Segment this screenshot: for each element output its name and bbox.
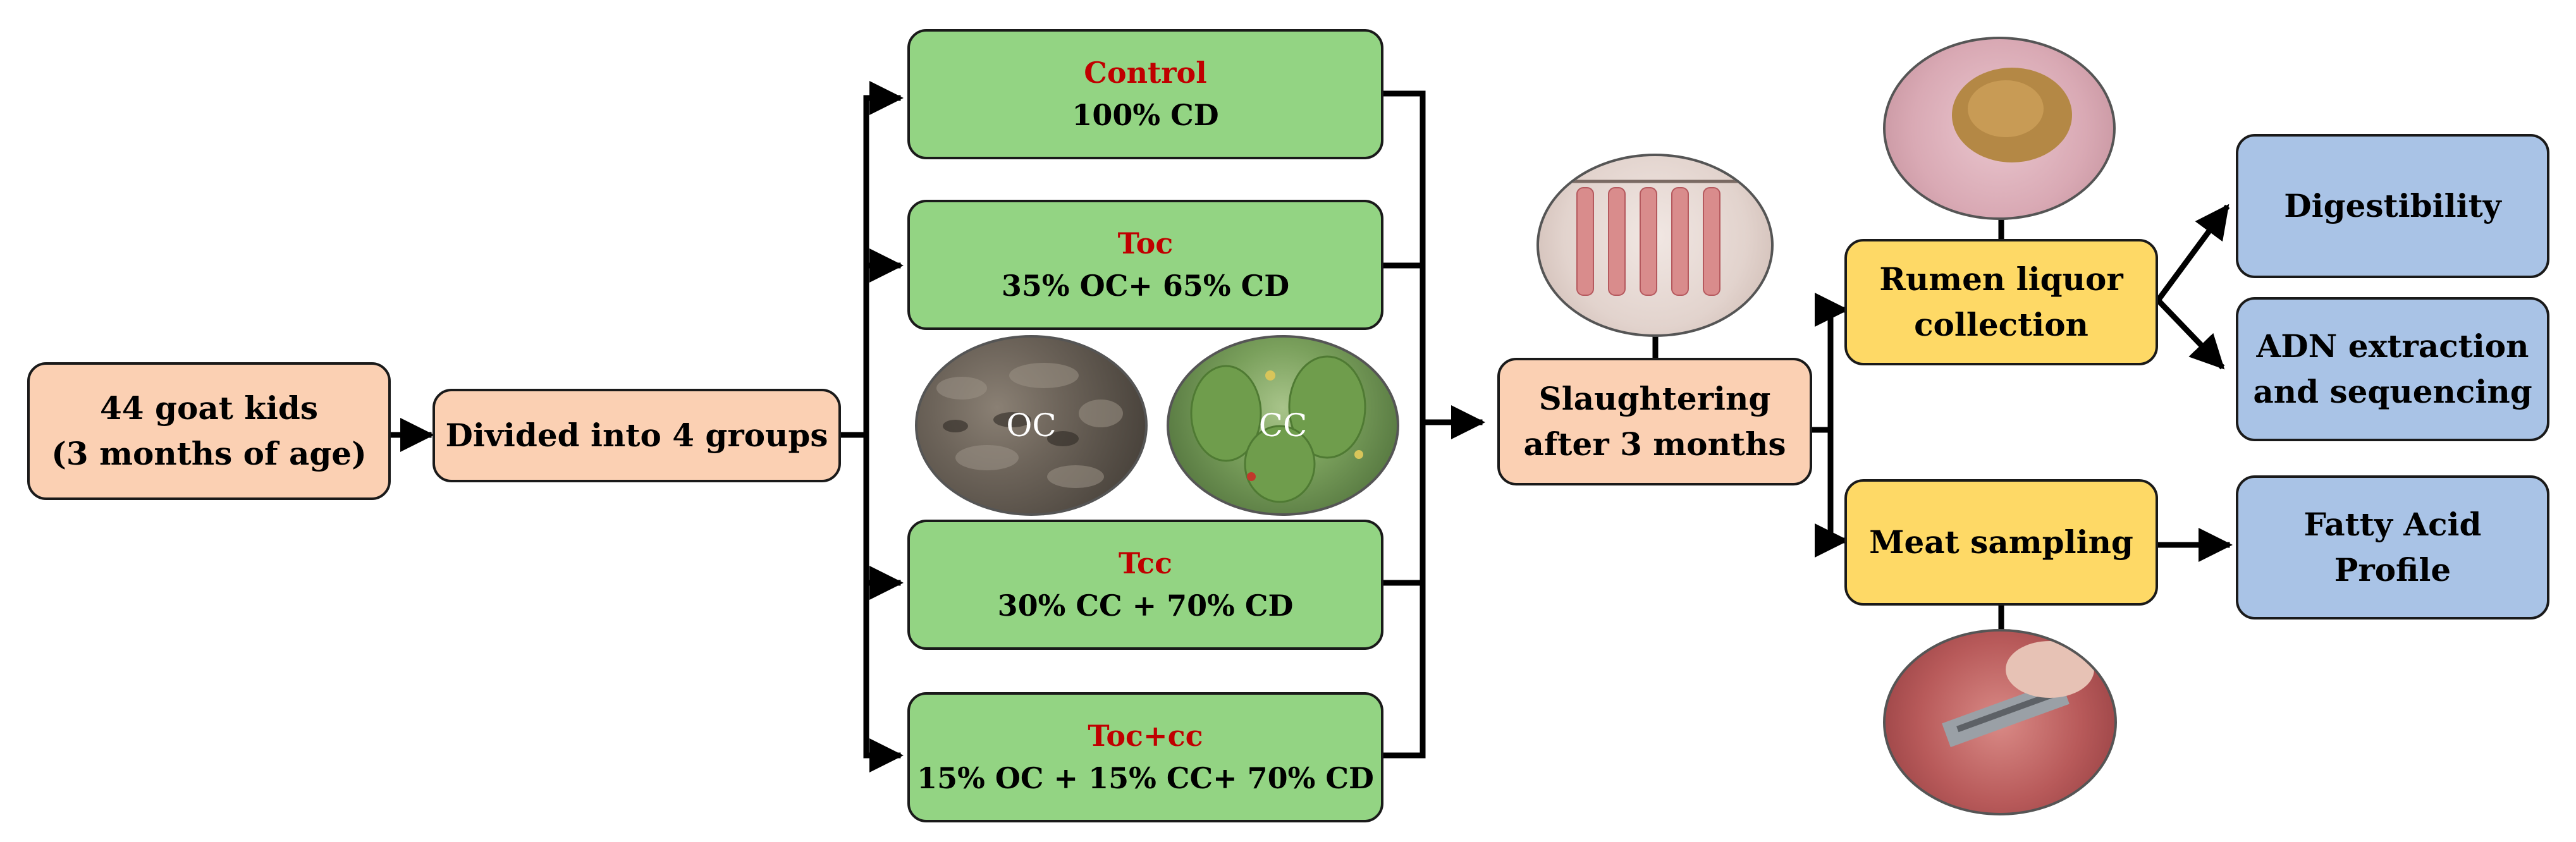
group-box-toc: Toc 35% OC+ 65% CD — [907, 200, 1383, 330]
arrow-to-adn — [2154, 296, 2225, 370]
group-box-control: Control 100% CD — [907, 29, 1383, 159]
adn-sequencing-label: and sequencing — [2253, 373, 2532, 410]
group-name: Control — [1084, 56, 1207, 90]
goat-kids-age: (3 months of age) — [51, 435, 367, 472]
meat-sampling-label: Meat sampling — [1869, 523, 2133, 561]
digestibility-box: Digestibility — [2236, 134, 2549, 278]
goat-kids-box: 44 goat kids (3 months of age) — [27, 362, 391, 500]
adn-sequencing-box: ADN extraction and sequencing — [2236, 297, 2549, 441]
group-diet: 15% OC + 15% CC+ 70% CD — [917, 761, 1374, 795]
arrow-to-digestibility — [2154, 204, 2230, 305]
rumen-liquor-photo — [1883, 37, 2116, 220]
slaughter-carcass-photo — [1536, 154, 1774, 337]
group-diet: 30% CC + 70% CD — [997, 589, 1294, 623]
group-box-toc-cc: Toc+cc 15% OC + 15% CC+ 70% CD — [907, 692, 1383, 822]
digestibility-label: Digestibility — [2284, 186, 2501, 224]
group-diet: 100% CD — [1072, 98, 1219, 132]
rumen-liquor-box: Rumen liquor collection — [1844, 239, 2158, 365]
slaughtering-time: after 3 months — [1523, 425, 1786, 463]
cactus-cladodes-photo: CC — [1167, 335, 1399, 516]
divide-groups-label: Divided into 4 groups — [445, 416, 828, 454]
oc-photo-label: OC — [1006, 407, 1057, 444]
divide-groups-box: Divided into 4 groups — [432, 389, 841, 482]
cc-photo-label: CC — [1258, 407, 1308, 444]
group-name: Toc+cc — [1088, 719, 1203, 754]
goat-kids-count: 44 goat kids — [100, 389, 318, 427]
fatty-acid-profile-label: Profile — [2334, 551, 2451, 589]
group-box-tcc: Tcc 30% CC + 70% CD — [907, 520, 1383, 650]
slaughtering-box: Slaughtering after 3 months — [1497, 358, 1812, 485]
slaughtering-label: Slaughtering — [1538, 379, 1771, 417]
fatty-acid-label: Fatty Acid — [2303, 505, 2482, 543]
olive-cake-photo: OC — [915, 335, 1148, 516]
group-diet: 35% OC+ 65% CD — [1001, 269, 1290, 303]
meat-sampling-box: Meat sampling — [1844, 479, 2158, 606]
rumen-collection: collection — [1914, 306, 2088, 343]
group-name: Tcc — [1119, 546, 1172, 581]
meat-sampling-photo — [1883, 629, 2117, 815]
rumen-label: Rumen liquor — [1879, 260, 2123, 298]
adn-label: ADN extraction — [2256, 327, 2529, 365]
group-name: Toc — [1117, 226, 1174, 261]
fatty-acid-box: Fatty Acid Profile — [2236, 475, 2549, 619]
